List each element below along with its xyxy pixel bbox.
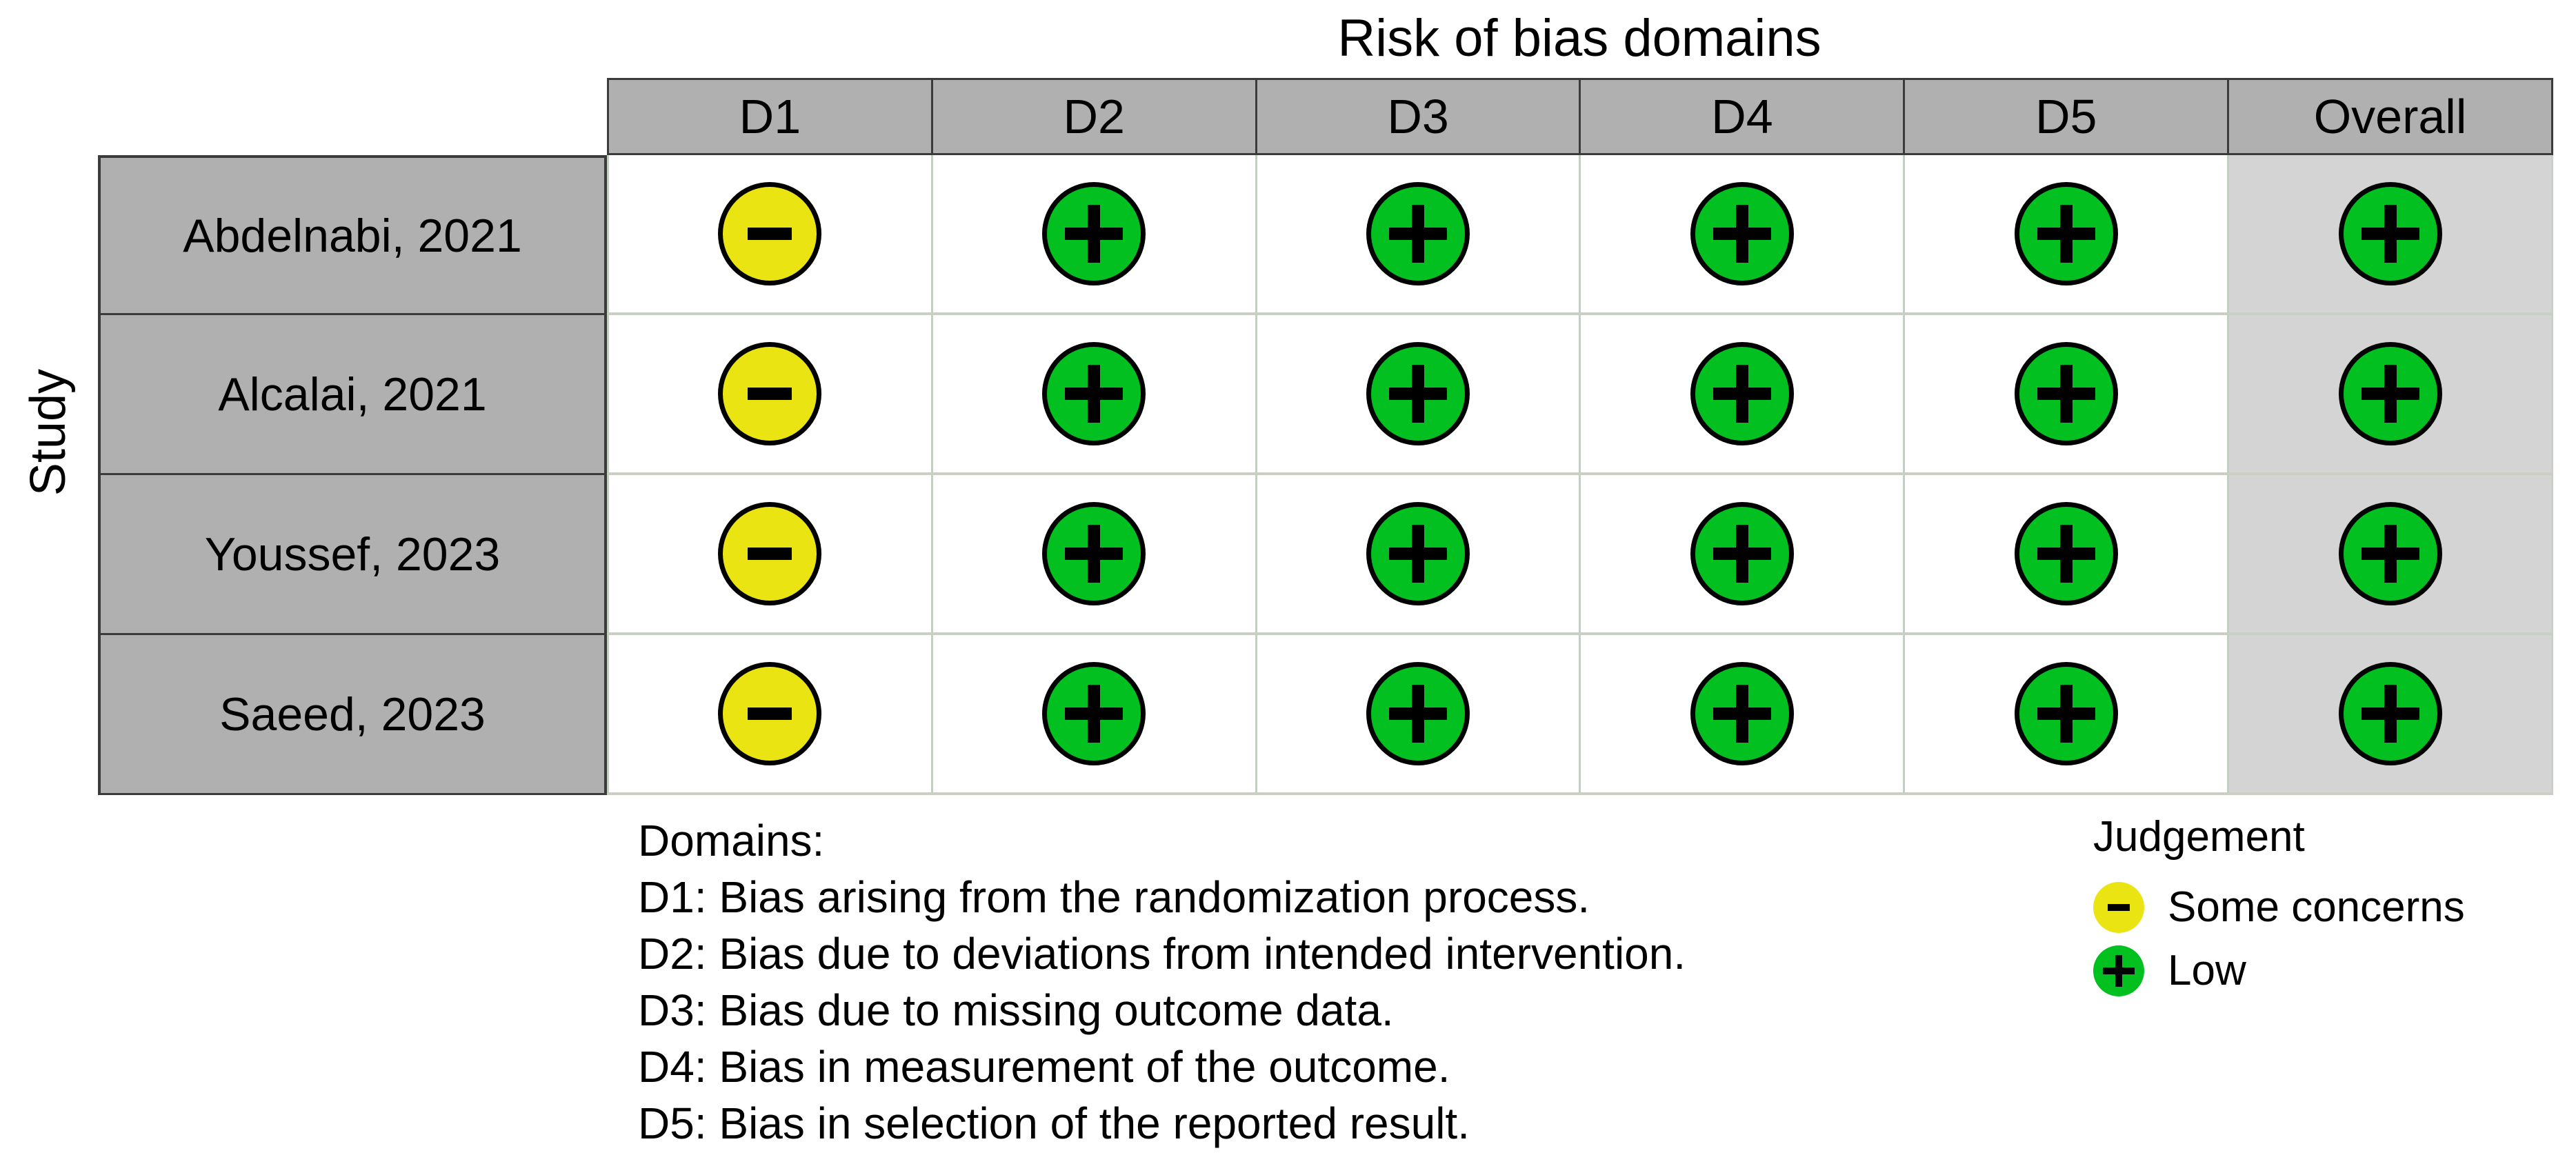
low-risk-icon (2014, 342, 2118, 445)
table-row: Alcalai, 2021 (98, 315, 2553, 475)
table-row: Youssef, 2023 (98, 475, 2553, 635)
judgement-legend-item-low: Low (2093, 939, 2465, 1003)
judgement-cell-d3[interactable] (1257, 635, 1581, 795)
judgement-cell-d2[interactable] (932, 315, 1257, 475)
low-risk-icon (1042, 182, 1146, 285)
judgement-cell-overall[interactable] (2229, 315, 2553, 475)
low-risk-icon (1690, 342, 1794, 445)
low-risk-icon (2338, 342, 2442, 445)
low-risk-icon (2014, 662, 2118, 765)
column-header-d4[interactable]: D4 (1579, 78, 1904, 155)
low-risk-icon (2338, 502, 2442, 605)
low-risk-icon (2338, 182, 2442, 285)
table-header-row: D1 D2 D3 D4 D5 Overall (607, 78, 2553, 155)
judgement-cell-d4[interactable] (1581, 475, 1906, 635)
domains-legend: Domains: D1: Bias arising from the rando… (638, 812, 1686, 1152)
judgement-legend-label: Some concerns (2168, 883, 2465, 931)
judgement-cell-d1[interactable] (607, 315, 933, 475)
judgement-cell-d4[interactable] (1581, 315, 1906, 475)
domains-legend-item-d5: D5: Bias in selection of the reported re… (638, 1098, 1470, 1148)
page-title: Risk of bias domains (1337, 9, 1821, 68)
risk-of-bias-table: D1 D2 D3 D4 D5 Overall Abdelnabi, 2021 A… (98, 78, 2553, 795)
some-concerns-icon (2093, 882, 2144, 933)
judgement-cell-d5[interactable] (1905, 155, 2230, 315)
study-label[interactable]: Saeed, 2023 (98, 635, 607, 795)
table-row: Saeed, 2023 (98, 635, 2553, 795)
judgement-cell-overall[interactable] (2229, 155, 2553, 315)
domains-legend-item-d1: D1: Bias arising from the randomization … (638, 872, 1590, 922)
domains-legend-item-d3: D3: Bias due to missing outcome data. (638, 985, 1394, 1035)
low-risk-icon (2014, 182, 2118, 285)
low-risk-icon (2338, 662, 2442, 765)
table-body: Abdelnabi, 2021 Alcalai, 2021 Youssef, 2… (98, 155, 2553, 795)
domains-legend-heading: Domains: (638, 816, 825, 865)
domains-legend-item-d4: D4: Bias in measurement of the outcome. (638, 1042, 1450, 1092)
low-risk-icon (2014, 502, 2118, 605)
judgement-legend-label: Low (2168, 947, 2246, 994)
judgement-cell-d3[interactable] (1257, 155, 1581, 315)
low-risk-icon (1042, 342, 1146, 445)
study-label[interactable]: Alcalai, 2021 (98, 315, 607, 475)
judgement-cell-d5[interactable] (1905, 315, 2230, 475)
judgement-legend-title: Judgement (2093, 813, 2305, 861)
judgement-cell-d4[interactable] (1581, 635, 1906, 795)
low-risk-icon (1042, 662, 1146, 765)
low-risk-icon (2093, 945, 2144, 996)
study-label[interactable]: Abdelnabi, 2021 (98, 155, 607, 315)
judgement-cell-overall[interactable] (2229, 475, 2553, 635)
judgement-cell-d5[interactable] (1905, 635, 2230, 795)
column-header-d2[interactable]: D2 (930, 78, 1255, 155)
judgement-legend: Judgement Some concerns Low (2093, 812, 2465, 1003)
low-risk-icon (1366, 502, 1470, 605)
column-header-d3[interactable]: D3 (1255, 78, 1579, 155)
some-concerns-icon (718, 502, 822, 605)
table-row: Abdelnabi, 2021 (98, 155, 2553, 315)
column-header-overall[interactable]: Overall (2227, 78, 2553, 155)
column-header-d5[interactable]: D5 (1903, 78, 2228, 155)
column-header-d1[interactable]: D1 (607, 78, 931, 155)
low-risk-icon (1690, 662, 1794, 765)
judgement-cell-d5[interactable] (1905, 475, 2230, 635)
low-risk-icon (1366, 342, 1470, 445)
y-axis-label: Study (21, 368, 76, 496)
judgement-cell-d2[interactable] (932, 475, 1257, 635)
judgement-cell-d1[interactable] (607, 155, 933, 315)
low-risk-icon (1690, 182, 1794, 285)
judgement-cell-d2[interactable] (932, 635, 1257, 795)
judgement-cell-d3[interactable] (1257, 475, 1581, 635)
judgement-cell-d1[interactable] (607, 475, 933, 635)
judgement-cell-overall[interactable] (2229, 635, 2553, 795)
judgement-cell-d4[interactable] (1581, 155, 1906, 315)
judgement-legend-item-some-concerns: Some concerns (2093, 876, 2465, 939)
low-risk-icon (1042, 502, 1146, 605)
study-label[interactable]: Youssef, 2023 (98, 475, 607, 635)
domains-legend-item-d2: D2: Bias due to deviations from intended… (638, 929, 1686, 979)
some-concerns-icon (718, 342, 822, 445)
low-risk-icon (1366, 182, 1470, 285)
some-concerns-icon (718, 182, 822, 285)
judgement-cell-d1[interactable] (607, 635, 933, 795)
low-risk-icon (1366, 662, 1470, 765)
low-risk-icon (1690, 502, 1794, 605)
judgement-cell-d3[interactable] (1257, 315, 1581, 475)
some-concerns-icon (718, 662, 822, 765)
judgement-cell-d2[interactable] (932, 155, 1257, 315)
